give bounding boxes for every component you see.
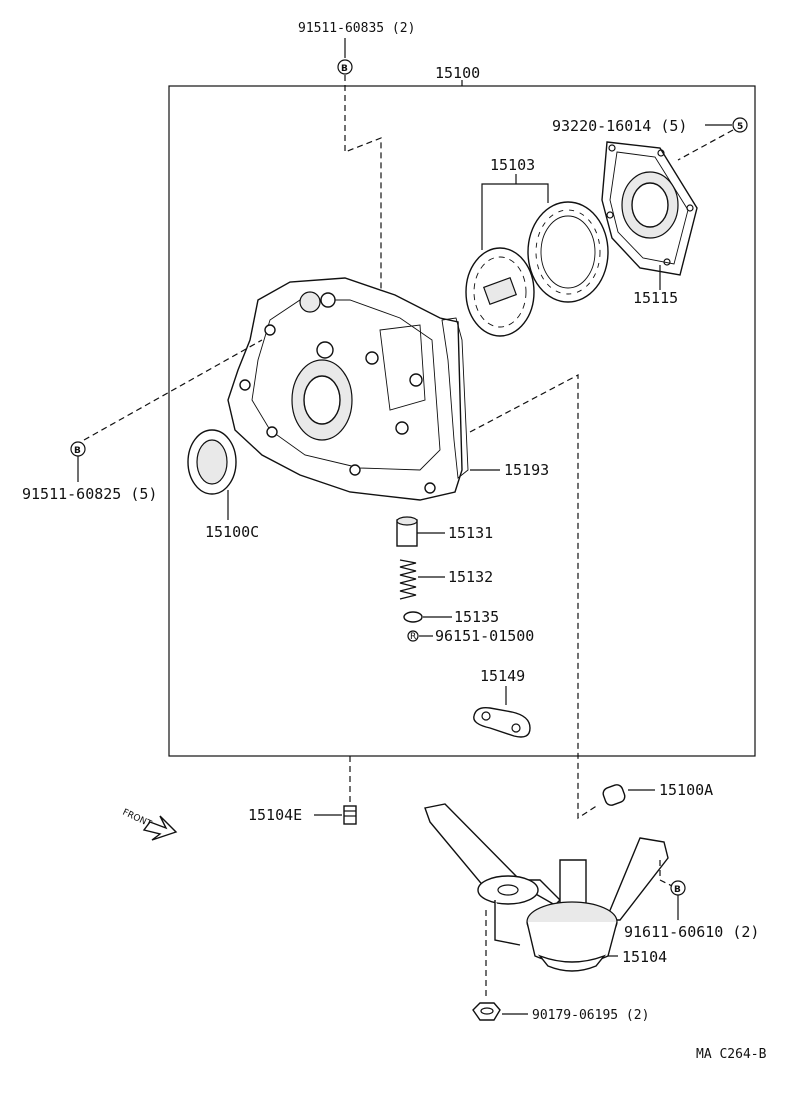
label-retainer: 15135 xyxy=(454,608,499,626)
label-bolt-top: 91511-60835 (2) xyxy=(298,21,415,36)
label-gasket: 15193 xyxy=(504,461,549,479)
label-cover: 15115 xyxy=(633,289,678,307)
svg-text:5: 5 xyxy=(737,122,743,132)
pump-gasket xyxy=(441,317,469,479)
label-snap-ring: 96151-01500 xyxy=(435,627,534,645)
oil-pump-body xyxy=(227,277,463,501)
callout-5-icon: 5 xyxy=(732,117,748,133)
label-bolt-left: 91511-60825 (5) xyxy=(22,485,157,503)
label-spring: 15132 xyxy=(448,568,493,586)
label-bolt-cover: 93220-16014 (5) xyxy=(552,117,687,135)
spring-retainer xyxy=(403,611,423,623)
svg-text:R: R xyxy=(410,632,416,642)
snap-ring-icon: R xyxy=(407,630,419,642)
strainer-nut xyxy=(472,1002,501,1021)
outer-rotor xyxy=(527,201,609,303)
inner-rotor xyxy=(465,247,535,337)
strainer-gasket xyxy=(473,706,531,738)
callout-b-icon: B xyxy=(337,59,353,75)
callout-b-icon-left: B xyxy=(70,441,86,457)
label-strainer-gasket: 15149 xyxy=(480,667,525,685)
front-arrow-icon: FRONT xyxy=(121,808,178,841)
svg-text:B: B xyxy=(341,64,348,74)
plug-a xyxy=(602,784,626,806)
svg-text:FRONT: FRONT xyxy=(121,808,154,830)
label-relief-valve: 15131 xyxy=(448,524,493,542)
plug-e xyxy=(343,805,357,825)
label-plug-a: 15100A xyxy=(659,781,713,799)
label-oil-seal: 15100C xyxy=(205,523,259,541)
pump-cover xyxy=(601,141,698,276)
label-strainer: 15104 xyxy=(622,948,667,966)
label-assembly: 15100 xyxy=(435,64,480,82)
callout-b-icon-strainer: B xyxy=(670,880,686,896)
relief-spring xyxy=(399,559,417,600)
label-rotor-set: 15103 xyxy=(490,156,535,174)
oil-strainer xyxy=(424,803,669,972)
svg-text:B: B xyxy=(674,885,681,895)
oil-seal xyxy=(187,429,237,495)
relief-valve xyxy=(396,516,418,547)
drawing-code: MA C264-B xyxy=(696,1047,767,1062)
label-nut: 90179-06195 (2) xyxy=(532,1008,649,1023)
label-plug-e: 15104E xyxy=(248,806,302,824)
label-strainer-bolt: 91611-60610 (2) xyxy=(624,923,759,941)
svg-text:B: B xyxy=(74,446,81,456)
